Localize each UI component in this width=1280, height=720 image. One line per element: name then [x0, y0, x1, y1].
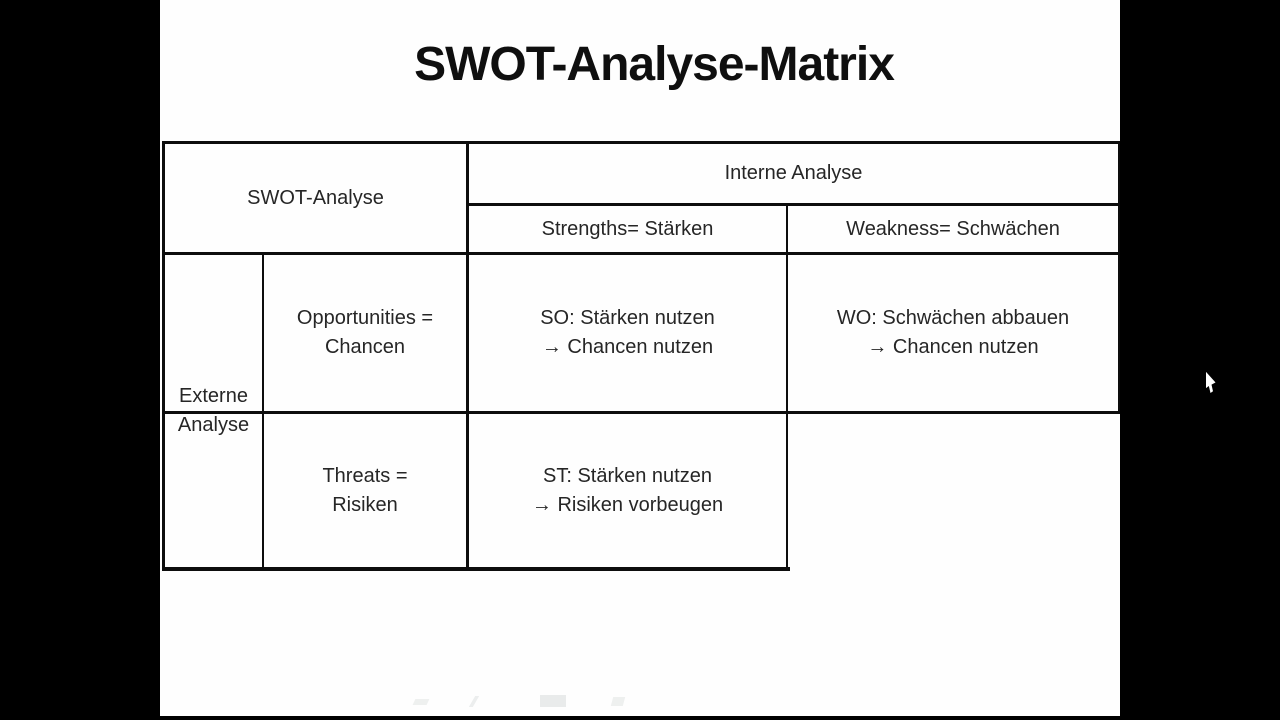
weakness-header-cell: Weakness= Schwächen: [788, 206, 1118, 252]
table-border-mid-col: [466, 141, 469, 571]
faded-watermark-mark: [412, 699, 430, 705]
slide-title: SWOT-Analyse-Matrix: [414, 38, 895, 91]
st-cell-line2: → Risiken vorbeugen: [531, 493, 724, 516]
table-border-under-row1: [162, 411, 1120, 414]
so-strategy-cell: SO: Stärken nutzen → Chancen nutzen: [469, 255, 786, 411]
faded-watermark-mark: [610, 697, 626, 706]
externe-analyse-header-cell: Externe Analyse: [165, 255, 262, 567]
table-border-under-header: [162, 252, 1120, 255]
st-cell-line1: ST: Stärken nutzen: [543, 464, 712, 487]
opportunities-header-cell: Opportunities = Chancen: [264, 255, 466, 411]
strengths-header-label: Strengths= Stärken: [541, 217, 714, 240]
faded-watermark-mark: [540, 695, 566, 707]
wo-strategy-cell: WO: Schwächen abbauen → Chancen nutzen: [788, 255, 1118, 411]
swot-matrix-table: SWOT-Analyse Interne Analyse Strengths= …: [162, 141, 1120, 571]
threats-label-line1: Threats =: [322, 464, 408, 487]
threats-label-line2: Risiken: [332, 493, 398, 516]
letterbox-bar-right: [1120, 0, 1280, 720]
interne-analyse-header-cell: Interne Analyse: [469, 144, 1118, 203]
letterbox-bar-left: [0, 0, 160, 720]
strengths-header-cell: Strengths= Stärken: [469, 206, 786, 252]
so-cell-line2: → Chancen nutzen: [541, 336, 714, 358]
cursor-artifact: [1206, 371, 1216, 393]
table-border-top: [162, 141, 1120, 144]
st-strategy-cell: ST: Stärken nutzen → Risiken vorbeugen: [469, 414, 786, 567]
opportunities-label-line1: Opportunities =: [296, 307, 434, 329]
wt-strategy-cell-empty: [788, 414, 1120, 571]
opportunities-label-line2: Chancen: [324, 336, 406, 358]
externe-label-line2: Analyse: [177, 414, 250, 436]
wo-cell-line2: → Chancen nutzen: [867, 336, 1039, 358]
externe-label-line1: Externe: [179, 385, 248, 407]
interne-analyse-label: Interne Analyse: [724, 162, 863, 184]
table-border-bottom: [162, 567, 790, 571]
corner-cell-swot-analyse: SWOT-Analyse: [165, 144, 466, 252]
table-border-strengths-weakness-col: [786, 203, 788, 571]
faded-watermark-mark: [468, 696, 480, 707]
threats-header-cell: Threats = Risiken: [264, 414, 466, 567]
so-cell-line1: SO: Stärken nutzen: [540, 307, 715, 329]
letterbox-strip-bottom: [0, 716, 1280, 720]
corner-cell-label: SWOT-Analyse: [247, 186, 384, 209]
table-border-under-interne: [466, 203, 1120, 206]
table-border-right: [1118, 141, 1120, 411]
table-border-externe-col: [262, 252, 264, 571]
wo-cell-line1: WO: Schwächen abbauen: [836, 307, 1070, 329]
weakness-header-label: Weakness= Schwächen: [846, 217, 1060, 240]
table-border-left: [162, 141, 165, 571]
